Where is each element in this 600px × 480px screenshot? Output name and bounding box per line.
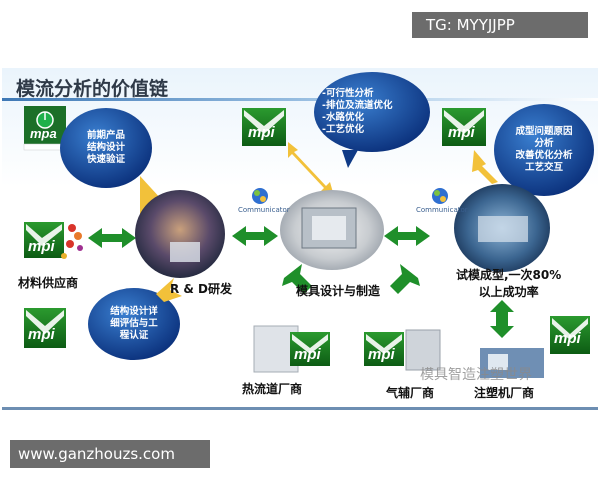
communicator-label-right: Communicator [416,206,468,214]
mpi-logo-text-bottom-left: mpi [28,326,55,343]
arrow-supplier-rd [88,228,136,248]
bubble-trial-line-4: 工艺交互 [524,162,563,173]
mpi-logo-gas-assist [364,332,404,366]
bubble-early-text: 前期产品 结构设计 快速验证 [74,130,138,166]
arrow-rd-mold [232,226,278,246]
bubble-structure-text: 结构设计详 细评估与工 程认证 [98,306,170,342]
mpi-logo-text-gas-assist: mpi [368,346,395,363]
mpa-logo-text: mpa [30,126,57,141]
arrow-trial-injection [490,300,514,338]
bubble-mold-optimization [314,72,430,152]
mpi-logo-top-center [242,108,286,146]
bubble-trial-line-1: 成型问题原因 [515,126,573,137]
gas-assist-photo [405,329,441,371]
communicator-icon-right [432,188,448,204]
bubble-mold-line-4: -工艺优化 [322,124,364,135]
mpi-logo-text-top-center: mpi [248,124,275,141]
bubble-mold-line-1: -可行性分析 [322,88,374,99]
arrow-structure-to-rd [156,278,182,302]
watermark-text: 模具智造注塑世界 [420,367,532,383]
bottom-url-text: www.ganzhouzs.com [18,445,175,463]
material-supplier-logo [24,222,83,259]
value-chain-slide: 模流分析的价值链 [2,68,598,410]
mpi-logo-text-supplier: mpi [28,238,55,255]
arrow-to-gas-assist [390,264,420,294]
bubble-early-line-1: 前期产品 [86,130,125,141]
bubble-mold-line-2: -排位及流道优化 [322,100,393,111]
bubble-structure-review [88,288,180,360]
label-injection-machine: 注塑机厂商 [474,386,535,400]
bubble-structure-line-3: 程认证 [119,330,149,341]
bubble-trial-text: 成型问题原因 分析 改善优化分析 工艺交互 [502,126,586,174]
label-material-supplier: 材料供应商 [18,276,79,290]
mpi-logo-text-top-right: mpi [448,124,475,141]
bubble-mold-line-3: -水路优化 [322,112,364,123]
arrow-mold-trial [384,226,430,246]
arrow-mold-analysis [288,142,334,196]
bottom-url-banner: www.ganzhouzs.com [10,440,210,468]
mpa-logo [23,106,67,151]
bubble-trial-analysis [494,104,594,196]
arrow-bubble-to-rd [140,176,164,218]
mpi-logo-text-bottom-right: mpi [554,330,581,347]
label-hot-runner: 热流道厂商 [242,382,303,396]
title-underline [2,98,598,101]
arrow-to-hot-runner [282,264,312,294]
diagram-graphics [23,72,594,378]
label-trial-molding-line-2: 以上成功率 [478,285,539,299]
mpi-logo-top-right [442,108,486,146]
slide-title: 模流分析的价值链 [16,78,169,100]
bubble-early-line-3: 快速验证 [86,154,125,165]
bubble-structure-line-1: 结构设计详 [110,306,158,317]
label-trial-molding: 试模成型,一次80% 以上成功率 [456,266,561,300]
bubble-mold-text: -可行性分析 -排位及流道优化 -水路优化 -工艺优化 [322,88,422,136]
top-tag-text: TG: MYYJJPP [426,16,515,34]
bubble-trial-line-2: 分析 [534,138,554,149]
label-gas-assist: 气辅厂商 [386,386,435,400]
bubble-structure-line-2: 细评估与工 [110,318,158,329]
mpi-logo-bottom-left [24,308,66,348]
mpi-logo-text-hot-runner: mpi [294,346,321,363]
communicator-label-left: Communicator [238,206,290,214]
mpi-logo-bottom-right [550,316,590,354]
mpi-logo-hot-runner [290,332,330,366]
label-mold-design: 模具设计与制造 [296,284,381,298]
rd-engineer-photo [135,190,225,278]
arrow-trial-analysis [472,150,498,184]
bubble-trial-line-3: 改善优化分析 [515,150,573,161]
top-tag-banner: TG: MYYJJPP [412,12,588,38]
bubble-early-line-2: 结构设计 [86,142,125,153]
label-rd: R & D研发 [170,282,233,296]
bubble-early-design [60,108,152,188]
communicator-icon-left [252,188,268,204]
label-trial-molding-line-1: 试模成型,一次80% [456,268,562,282]
